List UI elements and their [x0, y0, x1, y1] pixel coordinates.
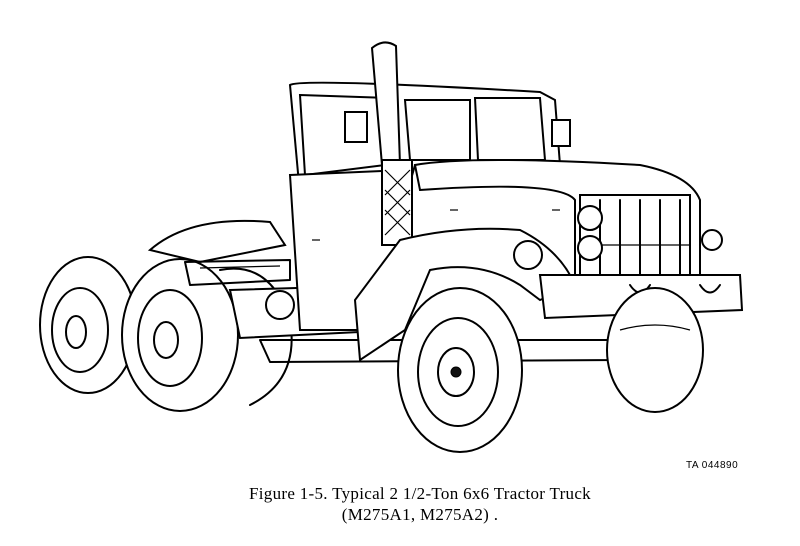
headlight-right: [513, 229, 723, 270]
figure-caption-models: (M275A1, M275A2) .: [341, 505, 499, 524]
headlight-left: [577, 205, 603, 261]
figure-reference-code: TA 044890: [686, 460, 739, 471]
tractor-truck-illustration: [39, 41, 744, 453]
front-wheel-right: [606, 287, 704, 413]
rear-wheel-inner: [121, 258, 239, 412]
figure-caption-title: Figure 1-5. Typical 2 1/2-Ton 6x6 Tracto…: [249, 484, 591, 503]
cab: [288, 81, 571, 331]
front-wheel-left: [397, 287, 523, 453]
fifth-wheel: [147, 219, 291, 286]
grille: [579, 194, 691, 281]
exhaust-stack: [370, 41, 413, 246]
